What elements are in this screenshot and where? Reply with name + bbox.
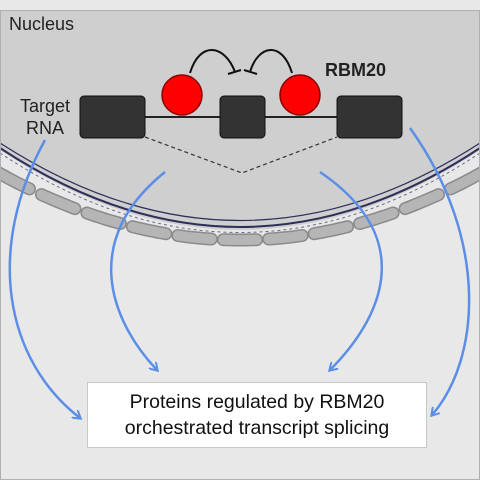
curved-arrow-3 <box>319 170 383 370</box>
inhibition-bar-right <box>243 69 258 75</box>
rbm20-protein-circle-left <box>161 74 203 116</box>
nucleus-label: Nucleus <box>9 14 75 34</box>
membrane-segment <box>309 221 353 239</box>
target-rna-label-line2: RNA <box>25 118 64 138</box>
inhibition-arrow-left <box>189 49 236 74</box>
membrane-segment <box>354 208 399 229</box>
curved-arrow-2 <box>109 171 166 370</box>
exon-box-left <box>79 95 146 139</box>
nuclear-envelope <box>0 147 480 228</box>
curved-arrow-4 <box>408 127 471 415</box>
exon-box-middle <box>219 95 266 139</box>
curved-arrow-1 <box>8 139 80 418</box>
membrane-segment <box>81 208 126 229</box>
rbm20-protein-circle-right <box>279 74 321 116</box>
membrane-segment <box>172 230 217 244</box>
membrane-segment <box>36 189 80 214</box>
membrane-segments <box>0 166 480 247</box>
membrane-segment <box>127 221 171 239</box>
target-rna-label: Target RNA <box>10 95 80 139</box>
result-box: Proteins regulated by RBM20 orchestrated… <box>87 382 427 448</box>
membrane-segment <box>263 230 308 244</box>
nuclear-envelope-inner <box>0 142 480 222</box>
splice-dashed-line <box>144 136 338 174</box>
membrane-segment <box>445 167 480 194</box>
exon-box-right <box>336 95 403 139</box>
rbm20-label: RBM20 <box>325 60 387 80</box>
membrane-segment <box>400 189 444 214</box>
result-line2: orchestrated transcript splicing <box>124 417 390 439</box>
target-rna-label-line1: Target <box>19 96 71 116</box>
inhibition-bar-left <box>227 69 242 75</box>
result-line1: Proteins regulated by RBM20 <box>129 391 385 413</box>
inhibition-arrow-right <box>249 49 293 74</box>
